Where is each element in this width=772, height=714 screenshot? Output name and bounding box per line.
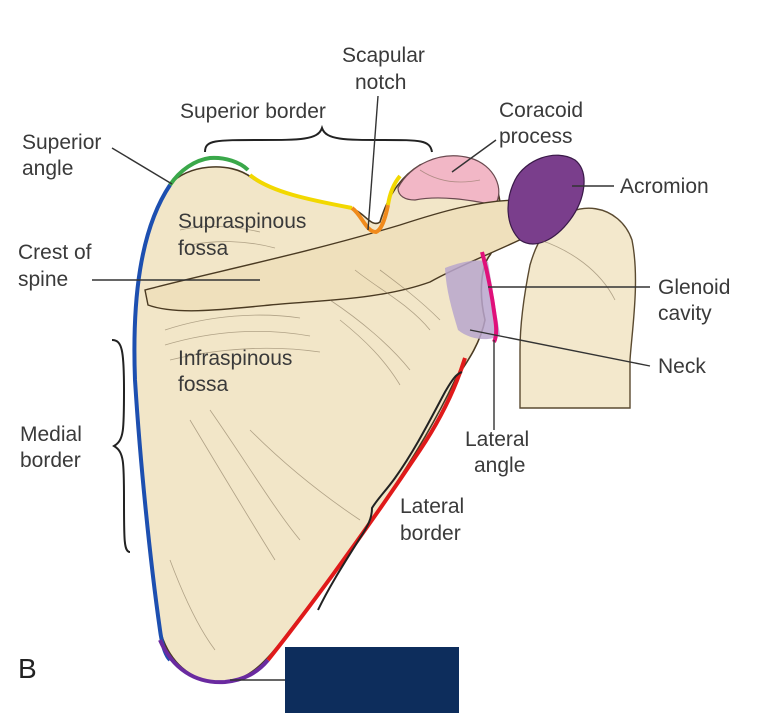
superior-border-brace — [204, 124, 433, 153]
answer-cover-box — [285, 647, 459, 713]
label-superior-border: Superior border — [180, 100, 326, 123]
scapular-notch-edge — [350, 204, 390, 235]
lateral-border-brace — [317, 371, 463, 611]
leader-scapular-notch — [367, 95, 379, 231]
label-superior-angle: Superior angle — [22, 131, 107, 180]
coracoid-process — [397, 155, 500, 206]
label-crest-of-spine: Crest of spine — [18, 241, 97, 291]
label-lateral-angle: Lateral angle — [465, 428, 535, 477]
superior-border-edge — [248, 173, 353, 210]
leader-coracoid-process — [451, 139, 497, 173]
superior-border-edge-lateral — [386, 174, 402, 206]
humerus-bone — [519, 207, 637, 409]
label-lateral-border: Lateral border — [400, 495, 470, 545]
label-coracoid-process: Coracoid process — [499, 99, 589, 148]
label-scapular-notch: Scapular notch — [342, 44, 431, 94]
inferior-angle-edge — [158, 639, 270, 685]
leader-neck — [469, 329, 651, 367]
label-infraspinous-fossa: Infraspinous fossa — [178, 347, 298, 396]
neck-region — [445, 260, 500, 340]
label-glenoid-cavity: Glenoid cavity — [658, 276, 736, 325]
label-supraspinous-fossa: Supraspinous fossa — [178, 210, 312, 260]
superior-angle-edge — [168, 155, 250, 187]
acromion — [507, 154, 585, 245]
label-neck: Neck — [658, 355, 706, 378]
bone-shading — [164, 169, 616, 651]
figure-letter: B — [18, 653, 37, 684]
leader-superior-angle — [111, 147, 173, 185]
medial-border-edge — [132, 183, 172, 662]
lateral-border-edge — [266, 357, 467, 662]
label-medial-border: Medial border — [20, 423, 88, 472]
label-acromion: Acromion — [620, 175, 709, 198]
medial-border-brace — [111, 339, 131, 553]
glenoid-cavity-edge — [480, 251, 499, 343]
